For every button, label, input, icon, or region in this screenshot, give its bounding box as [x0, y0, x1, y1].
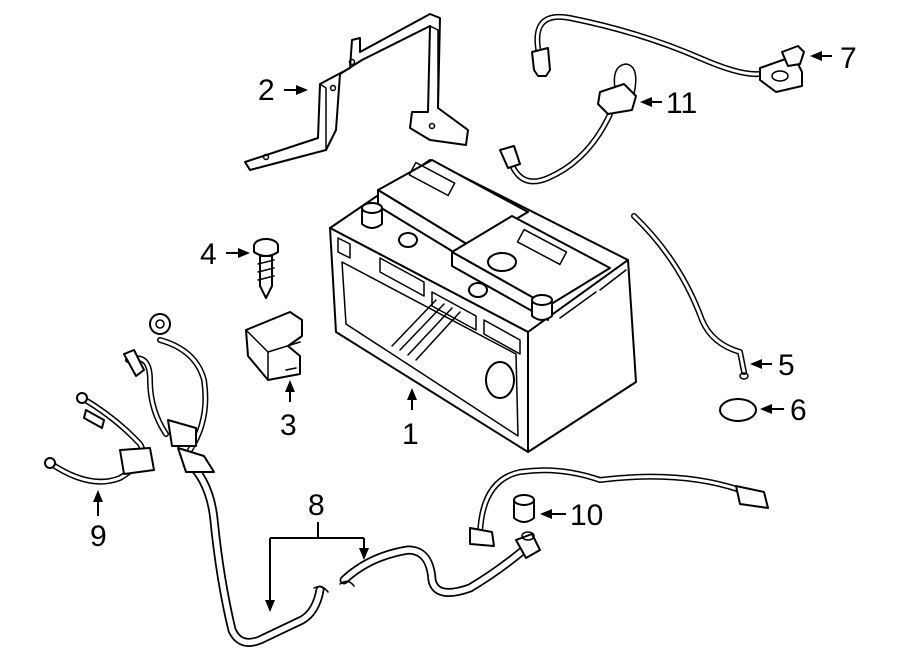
battery-hold-down-bracket — [244, 13, 469, 171]
callout-6: 6 — [790, 394, 807, 427]
callout-1: 1 — [402, 418, 419, 451]
callout-8: 8 — [308, 489, 325, 522]
cap — [719, 398, 757, 422]
callout-11: 11 — [666, 87, 697, 120]
callout-3: 3 — [280, 409, 297, 442]
callout-9: 9 — [90, 520, 107, 553]
ground-cable — [44, 392, 155, 485]
clip — [513, 494, 535, 523]
callout-10: 10 — [570, 499, 603, 532]
callout-labels: 1 2 3 4 5 6 7 8 9 10 11 — [90, 42, 857, 553]
terminal-cover — [245, 311, 303, 381]
callout-2: 2 — [258, 74, 275, 107]
positive-cable — [531, 13, 805, 93]
sensor-wire — [631, 213, 749, 380]
main-cable — [123, 313, 769, 647]
callout-4: 4 — [200, 238, 217, 271]
fuse-cable — [499, 63, 637, 185]
battery — [329, 159, 637, 453]
callout-5: 5 — [778, 349, 795, 382]
callout-7: 7 — [840, 42, 857, 75]
screw — [253, 238, 279, 299]
leader-lines — [93, 51, 832, 612]
